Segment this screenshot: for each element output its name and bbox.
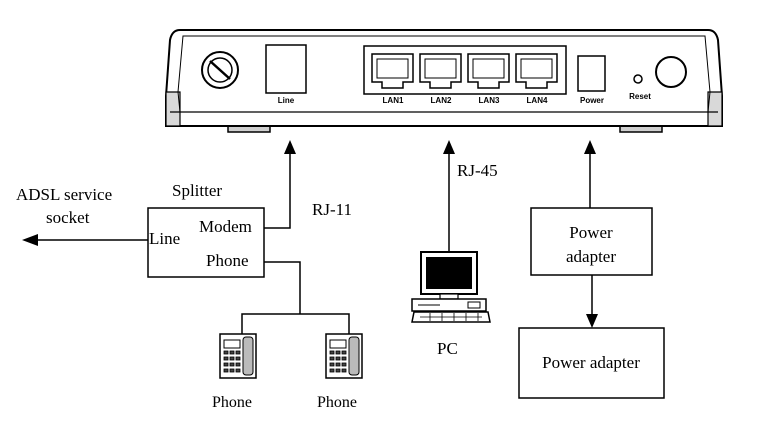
router-side-left xyxy=(165,91,181,127)
line-port-label: Line xyxy=(278,96,295,105)
phone-wire xyxy=(264,261,301,314)
lan3-port xyxy=(467,53,510,89)
adsl-label-line1: ADSL service xyxy=(16,185,112,204)
power-adapter-bottom-box xyxy=(518,327,665,399)
phone-right-icon xyxy=(325,333,363,379)
power-adapter-bottom-label: Power adapter xyxy=(542,353,640,372)
adsl-arrow xyxy=(22,234,148,246)
phone-left-icon xyxy=(219,333,257,379)
adapter-double-arrow xyxy=(586,275,598,328)
lan3-label: LAN3 xyxy=(479,96,500,105)
power-port xyxy=(577,55,606,92)
line-port xyxy=(265,44,307,94)
power-double-arrow xyxy=(584,140,596,208)
rj11-arrow xyxy=(264,140,296,229)
adsl-label-line2: socket xyxy=(46,208,90,227)
phone-wire-branch xyxy=(241,313,350,334)
phone-left-label: Phone xyxy=(212,394,252,411)
lan1-port xyxy=(371,53,414,89)
lan2-label: LAN2 xyxy=(431,96,452,105)
phone-right-label: Phone xyxy=(317,394,357,411)
router-back-panel: Line LAN1 LAN2 LAN3 LAN4 Power Reset xyxy=(165,29,723,133)
rj45-arrow xyxy=(443,140,455,252)
reset-label: Reset xyxy=(629,92,651,101)
antenna-connector-icon xyxy=(201,51,239,89)
power-switch-icon xyxy=(655,56,687,88)
lan4-label: LAN4 xyxy=(527,96,548,105)
power-port-label: Power xyxy=(580,96,604,105)
rj11-label: RJ-11 xyxy=(312,200,352,219)
pc-icon xyxy=(411,251,491,323)
lan2-port xyxy=(419,53,462,89)
splitter-box xyxy=(147,207,265,278)
splitter-phone-port: Phone xyxy=(206,251,249,270)
splitter-modem-port: Modem xyxy=(199,217,252,236)
lan4-port xyxy=(515,53,558,89)
reset-button-icon xyxy=(633,74,643,84)
power-adapter-top-box xyxy=(530,207,653,276)
lan1-label: LAN1 xyxy=(383,96,404,105)
router-side-right xyxy=(707,91,723,127)
pc-label: PC xyxy=(437,339,458,358)
splitter-title: Splitter xyxy=(172,181,222,200)
splitter-line-port: Line xyxy=(149,229,180,248)
rj45-label: RJ-45 xyxy=(457,161,498,180)
power-adapter-top-line1: Power xyxy=(569,223,613,242)
power-adapter-top-line2: adapter xyxy=(566,247,616,266)
